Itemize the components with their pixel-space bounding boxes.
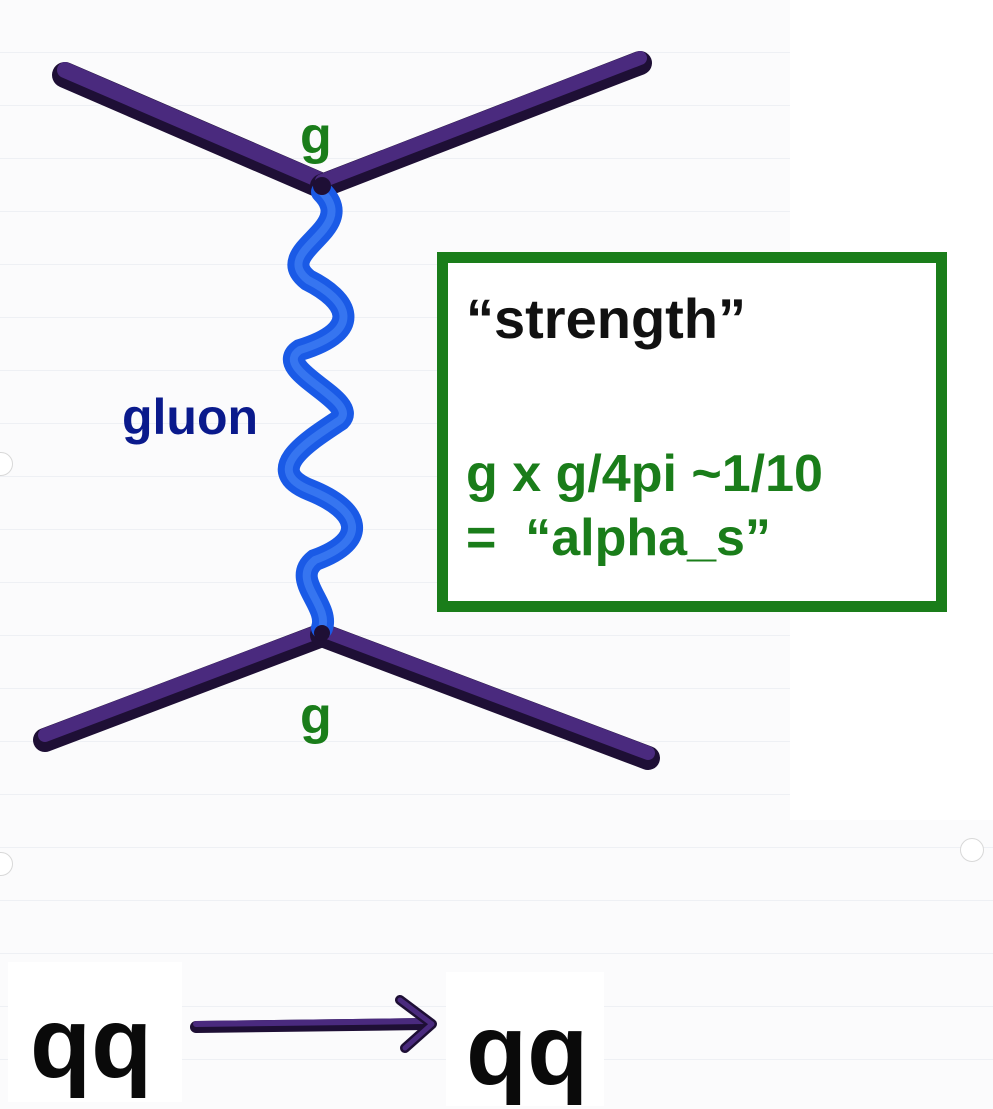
initial-state-tile [8, 962, 182, 1102]
binder-hole [960, 838, 984, 862]
bottom-vertex [314, 625, 330, 641]
gluon-label: gluon [122, 389, 259, 445]
alpha-s-definition: = “alpha_s” [466, 509, 771, 567]
coupling-formula: g x g/4pi ~1/10 [466, 445, 823, 503]
coupling-strength-box [437, 252, 947, 612]
final-state-tile [446, 972, 604, 1106]
strength-title: “strength” [466, 287, 746, 350]
initial-state-label: qq [30, 987, 153, 1099]
bottom-coupling-label: g [300, 687, 332, 745]
top-quark-lines [52, 51, 652, 199]
top-vertex [313, 177, 331, 195]
top-coupling-label: g [300, 107, 332, 165]
bottom-quark-lines [33, 623, 660, 770]
final-state-label: qq [466, 994, 589, 1106]
